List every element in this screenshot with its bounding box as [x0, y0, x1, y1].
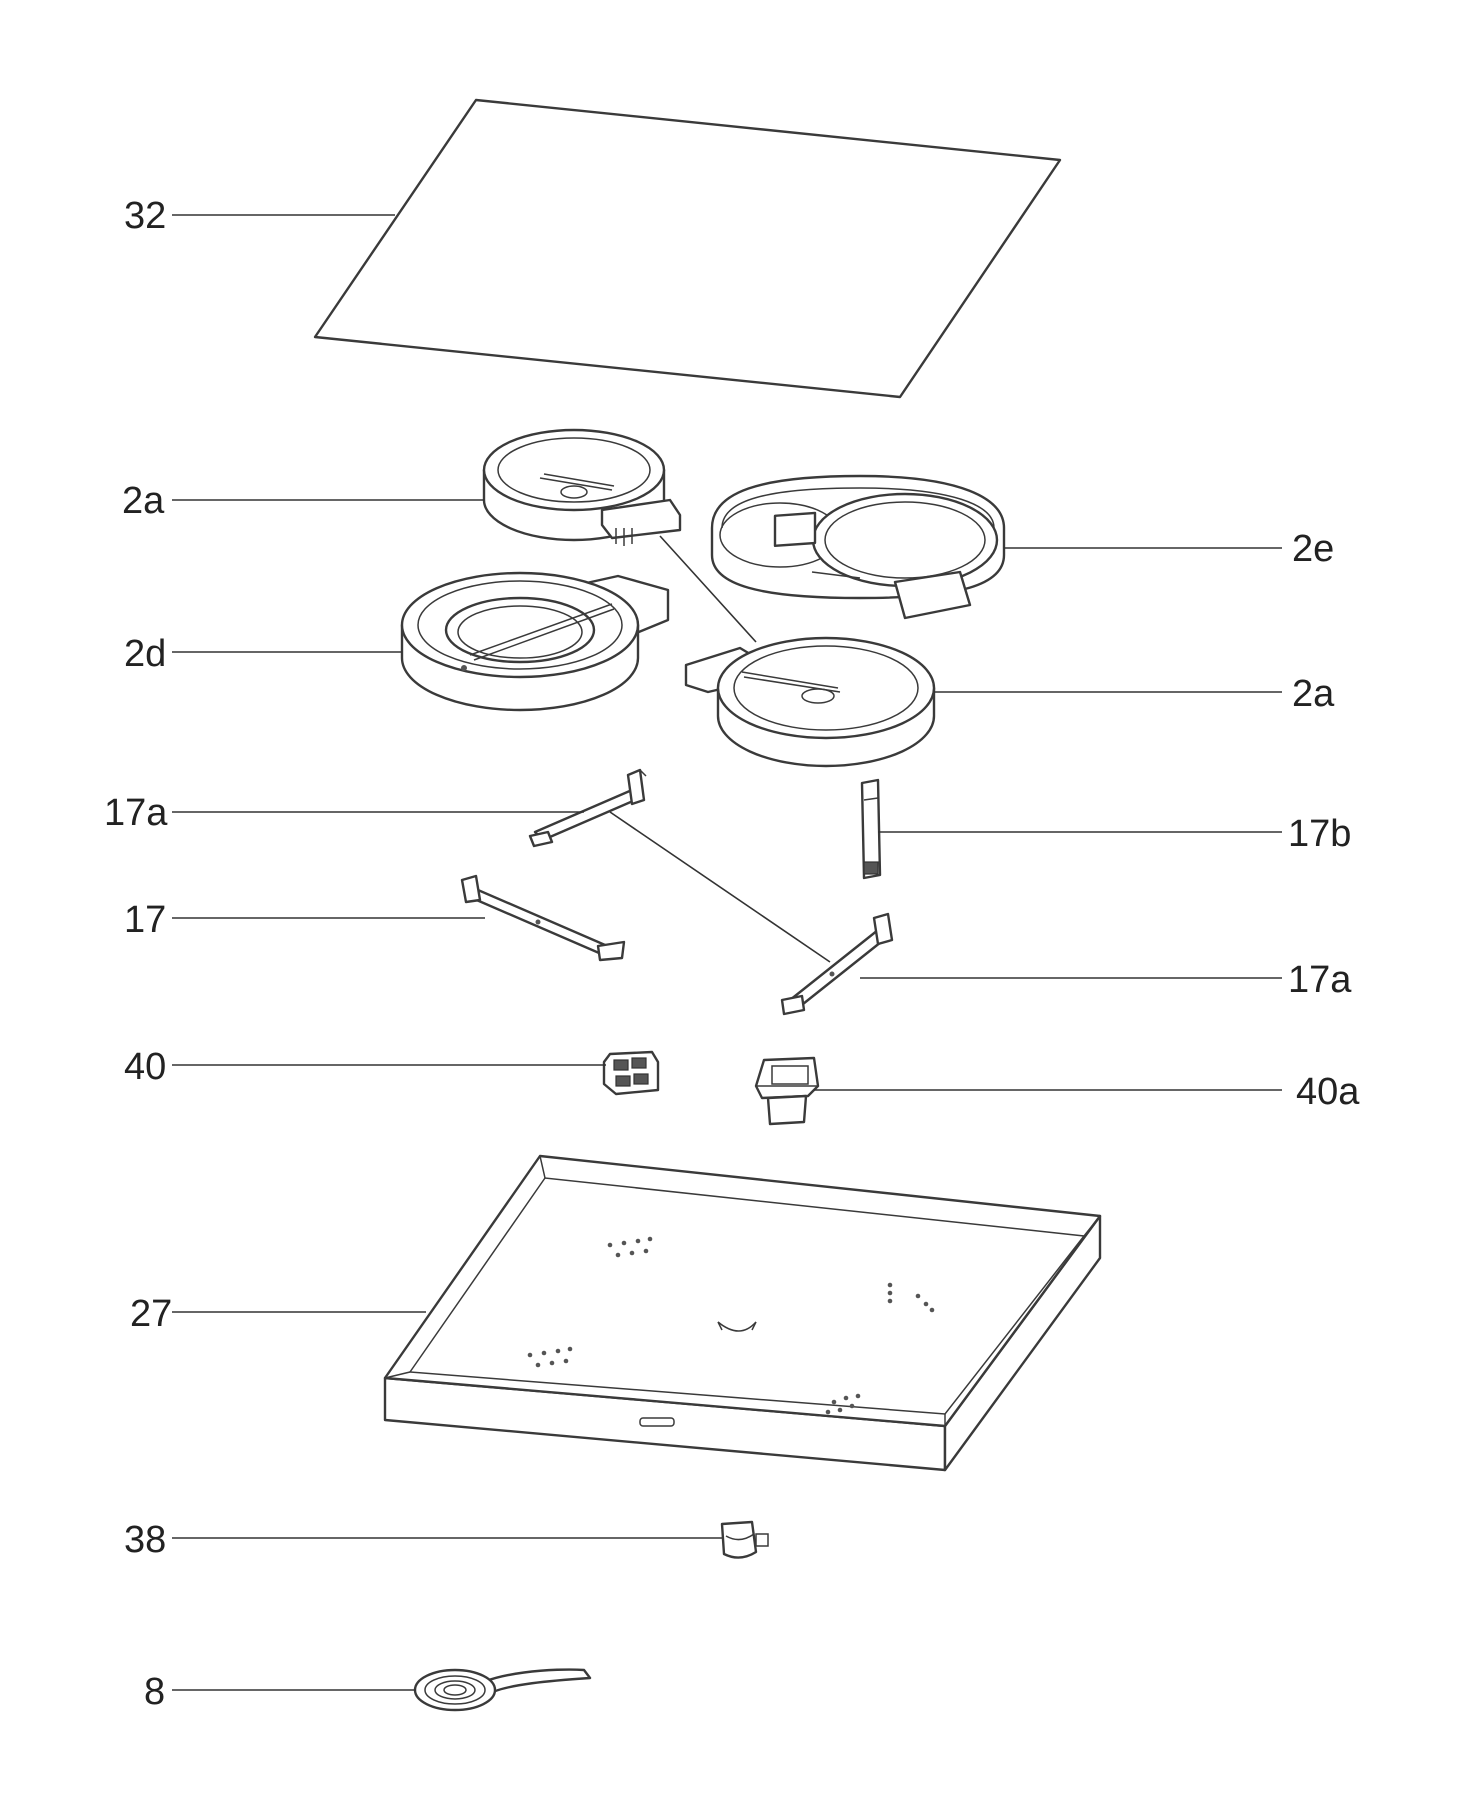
part-17b-bracket-vertical	[860, 778, 882, 880]
part-2e-oval-heating-element	[710, 474, 1006, 620]
part-2d-dual-ring-element	[400, 571, 670, 712]
part-17-bracket	[460, 874, 626, 962]
label-17b: 17b	[1288, 813, 1351, 855]
part-40a-connector	[754, 1056, 820, 1126]
label-40: 40	[124, 1046, 166, 1088]
label-40a: 40a	[1296, 1071, 1360, 1113]
label-38: 38	[124, 1519, 166, 1561]
part-17a-bracket-upper	[528, 768, 647, 848]
part-2a-heating-element-upper	[482, 428, 682, 546]
label-27: 27	[130, 1293, 172, 1335]
label-2a-upper: 2a	[122, 480, 165, 522]
part-27-base-tray	[383, 1154, 1102, 1472]
part-40-terminal-block	[602, 1050, 660, 1096]
label-2e: 2e	[1292, 528, 1334, 570]
label-17a-lower: 17a	[1288, 959, 1352, 1001]
part-17a-bracket-lower	[780, 912, 894, 1016]
label-2d: 2d	[124, 633, 166, 675]
connector-2a-link	[659, 535, 757, 643]
part-32-glass-plate	[313, 98, 1062, 399]
label-17: 17	[124, 899, 166, 941]
part-2a-heating-element-lower	[684, 636, 936, 768]
label-2a-lower: 2a	[1292, 673, 1335, 715]
label-17a-upper: 17a	[104, 792, 168, 834]
label-8: 8	[144, 1671, 165, 1713]
connector-17a-link	[609, 811, 831, 963]
part-38-sensor	[720, 1520, 769, 1559]
part-8-gasket-coil	[413, 1668, 592, 1712]
label-32: 32	[124, 195, 166, 237]
